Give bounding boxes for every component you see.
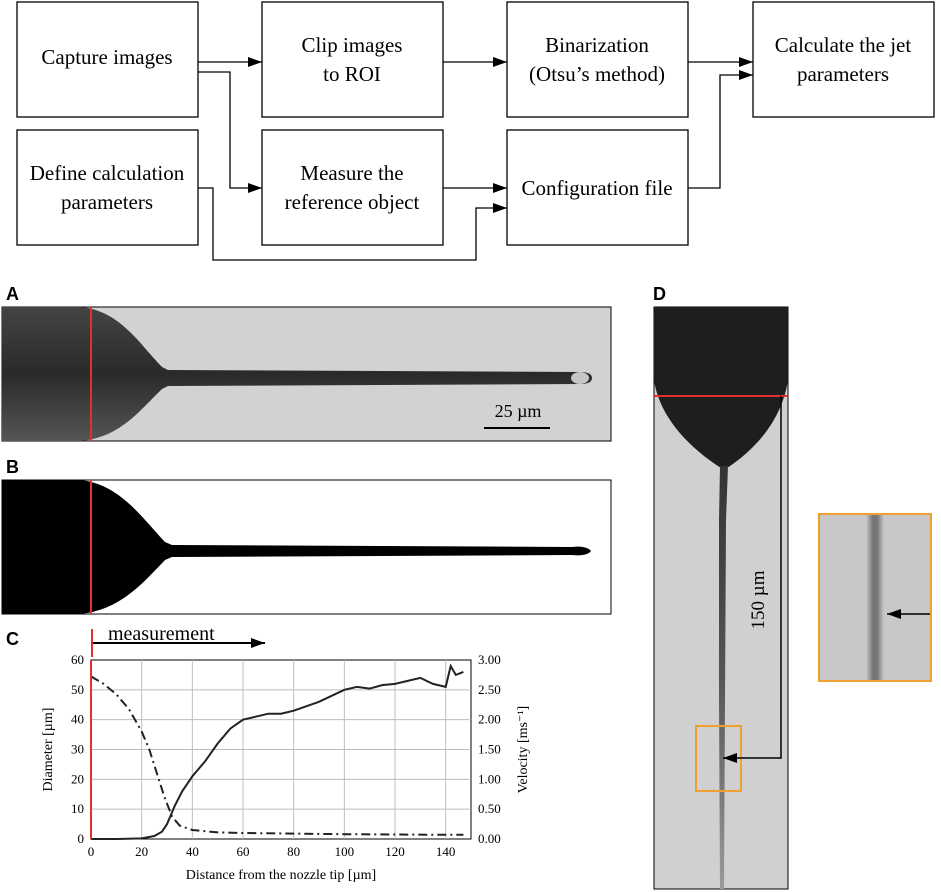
panel-b: B (1, 457, 612, 615)
arrow-define-config (198, 187, 507, 261)
binarized-jet-b (2, 480, 591, 614)
chart-y2-tick-label: 2.50 (478, 682, 501, 697)
panel-c: C measurement 0 20 40 60 80 100 120 140 0 10 20 30 4… (6, 623, 531, 883)
chart-y-axis-label: Diameter [µm] (41, 708, 56, 792)
panel-d-label: D (653, 284, 666, 304)
chart-y-tick-label: 40 (71, 712, 84, 727)
capture-box (16, 1, 199, 118)
chart-y2-tick-label: 1.00 (478, 771, 501, 786)
chart-y-tick-label: 10 (71, 801, 84, 816)
capture-label: Capture images (41, 45, 172, 69)
panel-d: D 150 µm (653, 284, 932, 890)
chart-diameter-line (90, 675, 464, 836)
chart-x-tick-label: 60 (237, 844, 250, 859)
jet-image-a (2, 307, 592, 441)
config-label: Configuration file (521, 176, 672, 200)
define-label-line1: Define calculation (30, 161, 185, 185)
jet-droplet-a (571, 372, 589, 384)
chart-y-tick-label: 50 (71, 682, 84, 697)
chart-y2-tick-label: 0.00 (478, 831, 501, 846)
chart-y2-tick-label: 1.50 (478, 742, 501, 757)
calculate-label-line2: parameters (797, 62, 889, 86)
chart-y-tick-label: 30 (71, 742, 84, 757)
chart-y-tick-label: 20 (71, 771, 84, 786)
define-label-line2: parameters (61, 190, 153, 214)
chart-x-axis-label: Distance from the nozzle tip [µm] (186, 868, 376, 883)
chart-y-tick-label: 0 (78, 831, 85, 846)
flowchart: Capture images Clip images to ROI Binari… (16, 1, 935, 261)
panel-b-label: B (6, 457, 19, 477)
nozzle-image-d (654, 307, 788, 470)
scale-label-d: 150 µm (748, 570, 769, 629)
scale-label-a: 25 µm (495, 401, 542, 421)
chart-y-tick-label: 60 (71, 652, 84, 667)
arrow-capture-measure (198, 71, 262, 193)
binarization-box (506, 1, 689, 118)
panel-c-label: C (6, 629, 19, 649)
chart-y2-tick-label: 3.00 (478, 652, 501, 667)
chart-y2-tick-label: 2.00 (478, 712, 501, 727)
chart-x-tick-label: 120 (385, 844, 405, 859)
distance-arrow-d (723, 396, 782, 763)
clip-box (261, 1, 444, 118)
config-box (506, 129, 689, 246)
define-box (16, 129, 199, 246)
chart-x-tick-label: 0 (88, 844, 95, 859)
zoom-inset (818, 513, 932, 682)
measure-label-line2: reference object (285, 190, 420, 214)
measure-label-line1: Measure the (300, 161, 403, 185)
binarization-label-line2: (Otsu’s method) (529, 62, 665, 86)
calculate-label-line1: Calculate the jet (775, 33, 912, 57)
clip-label-line1: Clip images (302, 33, 403, 57)
chart-x-tick-label: 20 (135, 844, 148, 859)
calculate-box (752, 1, 935, 118)
chart-x-tick-label: 40 (186, 844, 199, 859)
chart: 0 20 40 60 80 100 120 140 0 10 20 30 40 50 60 0.00 0.50 1… (41, 652, 531, 883)
chart-y2-axis-label: Velocity [ms⁻¹] (516, 706, 531, 793)
clip-label-line2: to ROI (323, 62, 381, 86)
arrow-config-calculate (688, 70, 753, 189)
jet-stream-d (719, 466, 728, 889)
chart-x-tick-label: 80 (287, 844, 300, 859)
binarization-label-line1: Binarization (545, 33, 649, 57)
chart-velocity-line (91, 663, 464, 840)
panel-a: A 25 µm (1, 284, 612, 442)
chart-x-tick-label: 100 (335, 844, 355, 859)
panel-a-label: A (6, 284, 19, 304)
measurement-label: measurement (108, 623, 215, 645)
measure-box (261, 129, 444, 246)
chart-x-tick-label: 140 (436, 844, 456, 859)
chart-y2-tick-label: 0.50 (478, 801, 501, 816)
